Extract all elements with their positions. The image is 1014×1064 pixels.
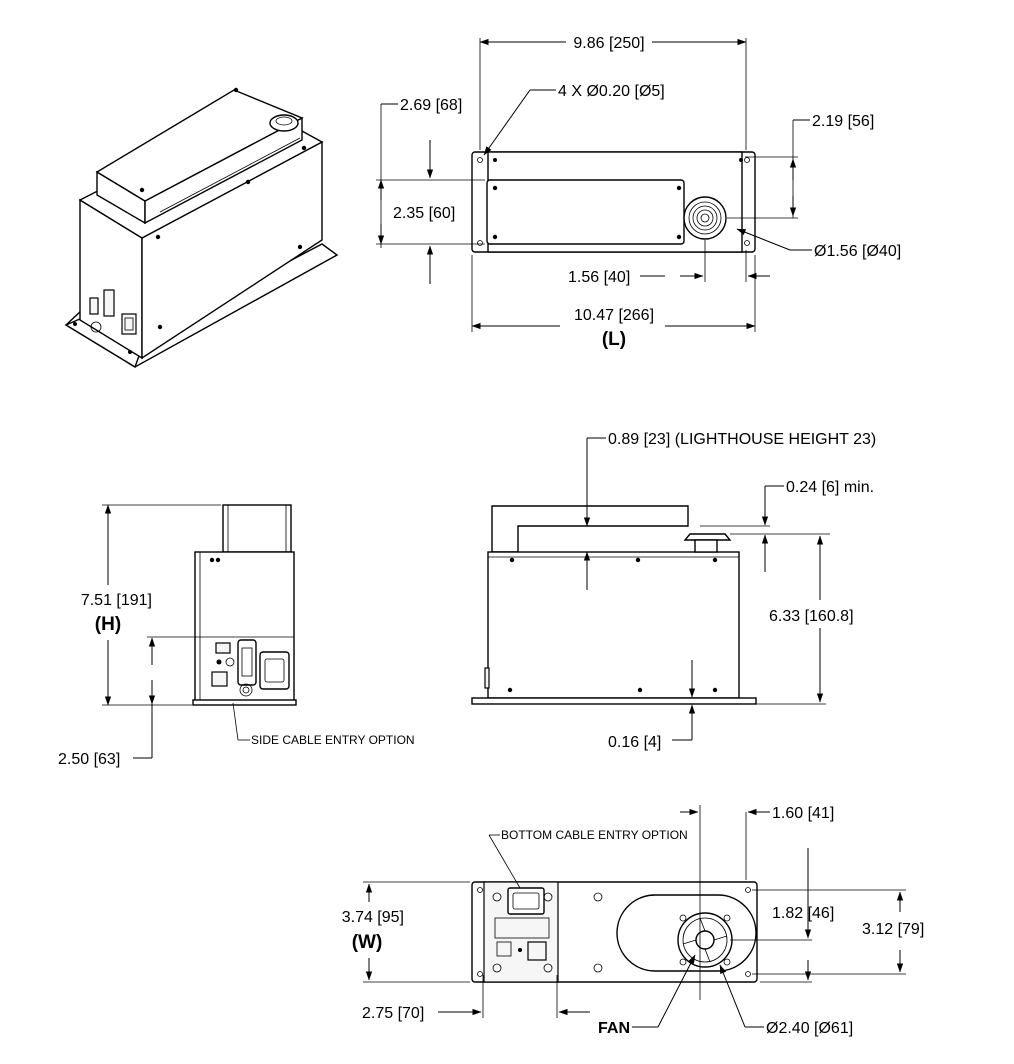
- dim-body-height: 6.33 [160.8]: [769, 608, 854, 625]
- side-body: [487, 551, 740, 699]
- label-fan: FAN: [598, 1020, 630, 1037]
- side-view: 0.89 [23] (LIGHTHOUSE HEIGHT 23) 0.24 [6…: [471, 431, 876, 751]
- side-lighthouse: [491, 505, 689, 553]
- dim-fan-center: 1.82 [46]: [772, 905, 834, 922]
- dim-right-offset: 2.19 [56]: [812, 113, 874, 130]
- lighthouse-dome: [683, 196, 727, 240]
- dim-inner-height: 2.35 [60]: [393, 205, 455, 222]
- lighthouse-cover: [486, 179, 685, 245]
- side-base: [471, 697, 757, 705]
- dim-lighthouse-diameter: Ø1.56 [Ø40]: [814, 243, 901, 260]
- bottom-view: 1.60 [41] BOTTOM CABLE ENTRY OPTION 3.74…: [342, 805, 924, 1037]
- note-side-cable: SIDE CABLE ENTRY OPTION: [251, 733, 415, 747]
- dim-top-width: 9.86 [250]: [573, 35, 644, 52]
- dim-hole-callout: 4 X Ø0.20 [Ø5]: [558, 83, 665, 100]
- usb-port-icon: [211, 671, 228, 687]
- dim-connector-height: 2.50 [63]: [58, 751, 120, 768]
- dim-overall-width: 3.74 [95]: [342, 909, 404, 926]
- top-view: 9.86 [250] 4 X Ø0.20 [Ø5] 2.69 [68] 2.35…: [376, 35, 901, 350]
- fan-icon: [677, 912, 733, 968]
- note-bottom-cable: BOTTOM CABLE ENTRY OPTION: [501, 828, 688, 842]
- dim-fan-diameter: Ø2.40 [Ø61]: [766, 1020, 853, 1037]
- db9-connector-icon: [237, 639, 257, 686]
- end-view: 7.51 [191] (H) 2.50 [63] SIDE CABLE ENTR…: [58, 504, 415, 768]
- dim-lighthouse-offset: 1.56 [40]: [568, 269, 630, 286]
- power-inlet-icon: [259, 651, 290, 690]
- end-lighthouse: [222, 504, 292, 553]
- dim-left-offset: 2.69 [68]: [400, 97, 462, 114]
- dim-base-thickness: 0.16 [4]: [608, 734, 661, 751]
- isometric-view: [64, 87, 339, 369]
- dim-fan-offset: 1.60 [41]: [772, 805, 834, 822]
- dim-min-gap: 0.24 [6] min.: [786, 479, 874, 496]
- dim-overall-length: 10.47 [266]: [574, 307, 654, 324]
- tag-width: (W): [352, 932, 383, 953]
- tag-length: (L): [602, 329, 626, 350]
- rj45-icon: [215, 642, 231, 654]
- dim-total-height: 7.51 [191]: [81, 592, 152, 609]
- dim-cable-opening: 2.75 [70]: [362, 1005, 424, 1022]
- tag-height: (H): [95, 614, 121, 635]
- dim-mount-spacing: 3.12 [79]: [862, 921, 924, 938]
- dim-lighthouse-height: 0.89 [23] (LIGHTHOUSE HEIGHT 23): [608, 431, 876, 448]
